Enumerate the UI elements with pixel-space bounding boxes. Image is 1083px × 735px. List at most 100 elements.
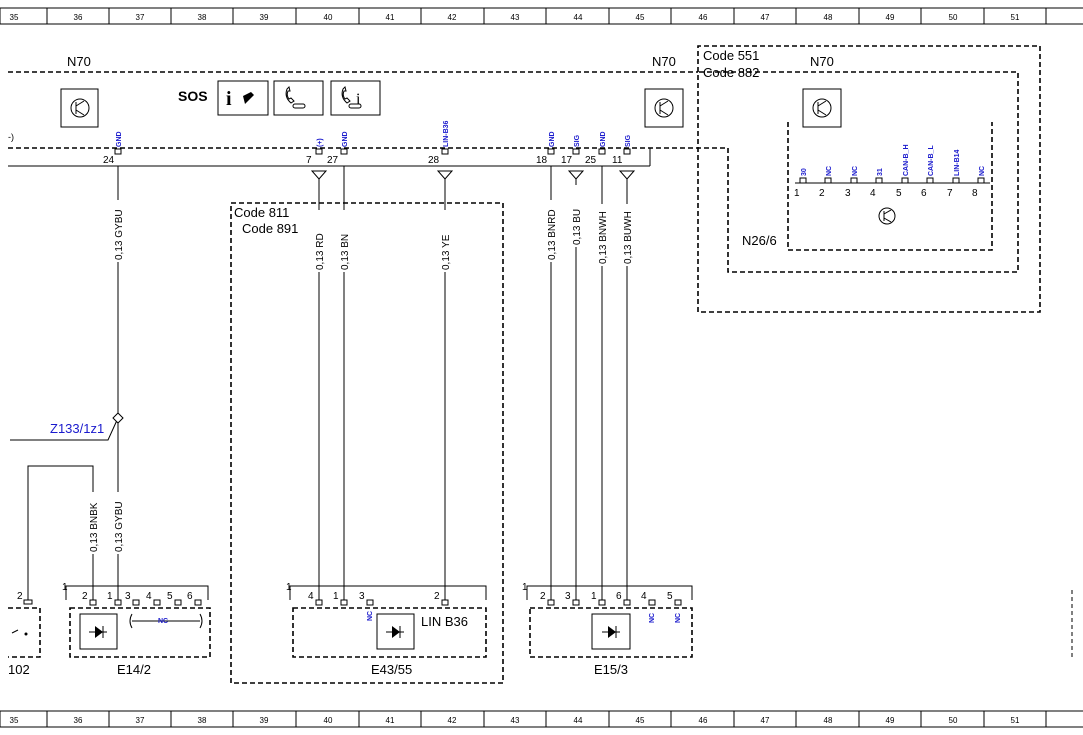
junction-diamond	[112, 412, 124, 424]
e14-pin-number: 1	[107, 591, 113, 602]
e14-pin-terminal	[153, 599, 161, 606]
e43-pin-terminal	[366, 599, 374, 606]
lin-b36-label: LIN B36	[421, 614, 468, 629]
n26-pin-number: 2	[819, 188, 825, 199]
left-partial-label: 102	[8, 662, 30, 677]
ruler-column-number: 51	[1011, 13, 1020, 22]
n70-pin-terminal	[114, 148, 122, 155]
n26-pin-number: 7	[947, 188, 953, 199]
n26-pin-terminal	[875, 177, 883, 184]
e14-pin-number: 2	[82, 591, 88, 602]
ruler-column-number: 37	[136, 13, 145, 22]
e43-pin-number: 3	[359, 591, 365, 602]
n70-pin-signal: (+)	[317, 138, 324, 147]
n26-pin-terminal	[824, 177, 832, 184]
e43-pin-number: 1	[333, 591, 339, 602]
e43-pin-terminal	[315, 599, 323, 606]
ruler-column-number: 47	[761, 716, 770, 725]
e15-pin-terminal	[648, 599, 656, 606]
svg-text:i: i	[356, 91, 361, 108]
n26-pin-number: 4	[870, 188, 876, 199]
e15-pin-terminal	[547, 599, 555, 606]
e15-pin-number: 5	[667, 591, 673, 602]
ruler-column-number: 42	[448, 13, 457, 22]
n26-pin-terminal	[799, 177, 807, 184]
ruler-column-number: 44	[574, 716, 583, 725]
code-551-boundary	[697, 45, 1041, 313]
e14-nc-label: NC	[158, 618, 168, 625]
e15-connector-num: 1	[522, 582, 528, 593]
wire-color-label: 0,13 BNRD	[547, 209, 558, 260]
ruler-column-number: 42	[448, 716, 457, 725]
ruler-column-number: 38	[198, 716, 207, 725]
phone-call-button-icon	[273, 80, 324, 116]
wire-color-label: 0,13 YE	[441, 234, 452, 270]
n70-pin-number: 24	[103, 155, 115, 166]
n70-pin-signal: GND	[549, 131, 556, 147]
e15-nc-label-2: NC	[675, 613, 682, 623]
wire-color-label: 0,13 RD	[315, 233, 326, 270]
n70-pin-number: 7	[306, 155, 312, 166]
n70-pin-number: 18	[536, 155, 548, 166]
ruler-column-number: 39	[260, 13, 269, 22]
e14-pin-number: 4	[146, 591, 152, 602]
wire-color-label: 0,13 BN	[340, 234, 351, 270]
e14-pin-terminal	[194, 599, 202, 606]
wire-color-label: 0,13 BUWH	[623, 211, 634, 264]
e43-55-label: E43/55	[371, 662, 412, 677]
n70-pin-group: GND24(+)7GND27LIN-B3628GND18SIG17GND25SI…	[103, 120, 632, 166]
n26-pin-terminal	[901, 177, 909, 184]
n26-pin-signal: 31	[877, 168, 884, 176]
n26-boundary	[787, 122, 993, 251]
n70-pin-signal: LIN-B36	[443, 120, 450, 147]
n26-pin-number: 8	[972, 188, 978, 199]
e43-pin-terminal	[340, 599, 348, 606]
n70-pin-terminal	[441, 148, 449, 155]
ruler-column-number: 37	[136, 716, 145, 725]
e15-pin-terminal	[674, 599, 682, 606]
e14-2-label: E14/2	[117, 662, 151, 677]
code-811-label: Code 811	[234, 205, 289, 220]
left-partial-component: 2 102	[8, 591, 41, 677]
n70-pin-terminal	[572, 148, 580, 155]
ruler-column-number: 46	[699, 13, 708, 22]
transistor-icon	[802, 88, 842, 128]
wire-color-label: 0,13 BNWH	[598, 211, 609, 264]
n70-pin-terminal	[315, 148, 323, 155]
transistor-icon	[878, 207, 896, 225]
n26-pin-terminal	[952, 177, 960, 184]
ruler-column-number: 49	[886, 716, 895, 725]
n70-pin-number: 11	[612, 155, 623, 166]
phone-info-button-icon: i	[330, 80, 381, 116]
e14-pin-terminal	[174, 599, 182, 606]
transistor-icon	[60, 88, 99, 128]
ruler-column-number: 36	[74, 716, 83, 725]
ruler-column-number: 49	[886, 13, 895, 22]
sos-label: SOS	[178, 88, 208, 104]
e15-nc-label-1: NC	[649, 613, 656, 623]
wire-color-label: 0,13 GYBU	[114, 501, 125, 552]
e15-pin-terminal	[623, 599, 631, 606]
svg-text:i: i	[226, 88, 232, 110]
junction-label: Z133/1z1	[50, 421, 104, 436]
n70-pin-number: 17	[561, 155, 573, 166]
e43-pin-number: 2	[434, 591, 440, 602]
ruler-column-number: 48	[824, 716, 833, 725]
e14-pin-number: 5	[167, 591, 173, 602]
n26-pin-signal: CAN-B_L	[928, 145, 935, 176]
n26-pin-number: 6	[921, 188, 927, 199]
ruler-column-number: 46	[699, 716, 708, 725]
n26-pin-number: 3	[845, 188, 851, 199]
ruler-column-number: 39	[260, 716, 269, 725]
ruler-column-number: 36	[74, 13, 83, 22]
ruler-column-number: 50	[949, 716, 958, 725]
e14-pin-number: 3	[125, 591, 131, 602]
n70-label-left: N70	[67, 54, 91, 69]
